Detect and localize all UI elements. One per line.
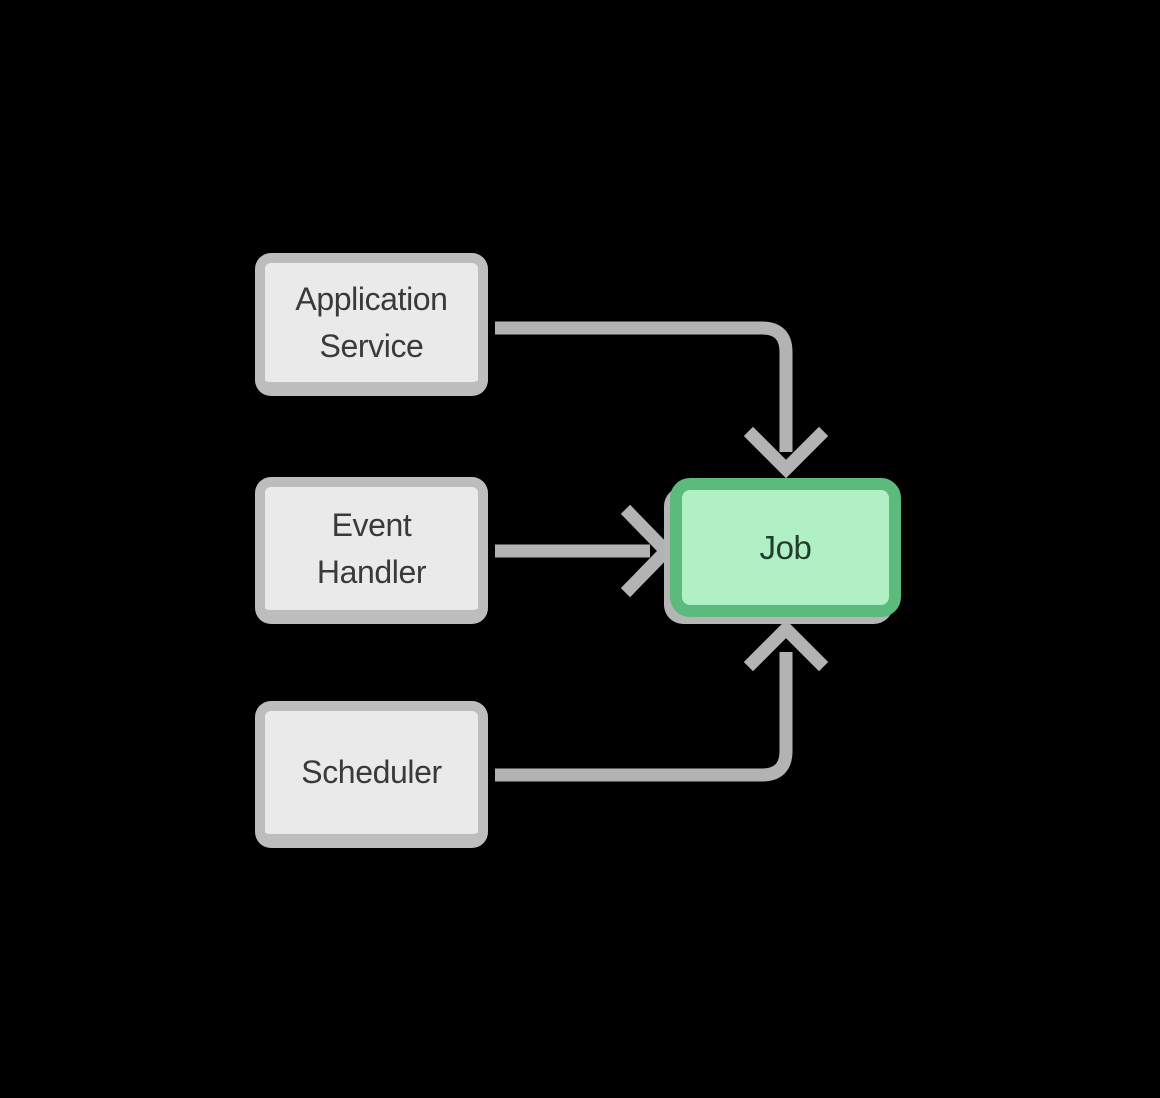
node-label-line: Scheduler	[301, 754, 442, 790]
node-label-line: Service	[319, 327, 424, 364]
arrowhead-up-icon	[743, 619, 829, 672]
arrow-scheduler-to-job	[495, 619, 829, 782]
node-scheduler: Scheduler	[255, 701, 488, 848]
node-label-line: Event	[331, 506, 412, 543]
arrowhead-down-icon	[743, 426, 829, 479]
node-job: Job	[670, 478, 901, 617]
arrow-event-handler-to-job	[495, 504, 676, 598]
arrow-shaft	[495, 321, 793, 452]
node-label-line: Job	[759, 529, 812, 566]
node-application-service: Application Service	[255, 253, 488, 396]
arrow-shaft	[495, 652, 793, 782]
arrowhead-right-icon	[620, 504, 676, 598]
node-label-line: Application	[295, 280, 448, 317]
node-event-handler: Event Handler	[255, 477, 488, 624]
arrow-application-service-to-job	[495, 321, 829, 479]
node-label-line: Handler	[316, 553, 427, 590]
